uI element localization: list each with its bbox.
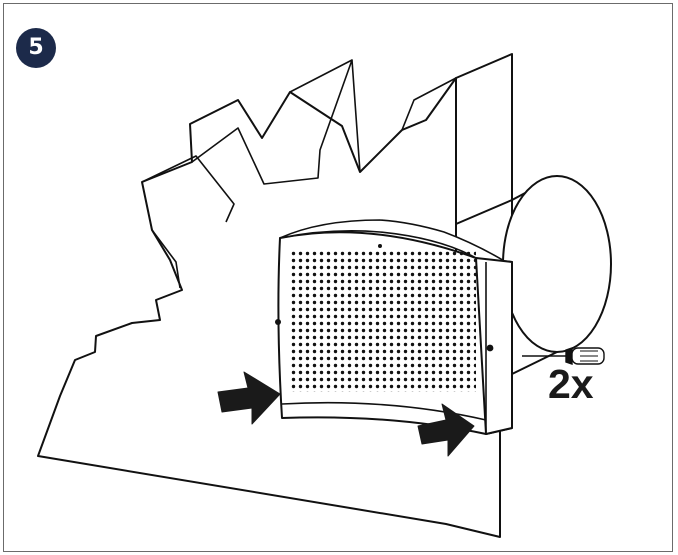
screw-quantity-label: 2x (548, 361, 594, 407)
push-arrow-icon (417, 403, 475, 457)
step-number-badge: 5 (16, 28, 56, 68)
wall-crack-lines (141, 59, 457, 289)
wall-section (37, 77, 501, 538)
step-number: 5 (28, 35, 44, 60)
grille-hole-pattern (290, 250, 476, 392)
screwdriver-icon (522, 347, 605, 365)
duct-pipe (502, 175, 612, 375)
push-arrow-icon (217, 371, 281, 425)
wall-side-face (455, 53, 513, 225)
